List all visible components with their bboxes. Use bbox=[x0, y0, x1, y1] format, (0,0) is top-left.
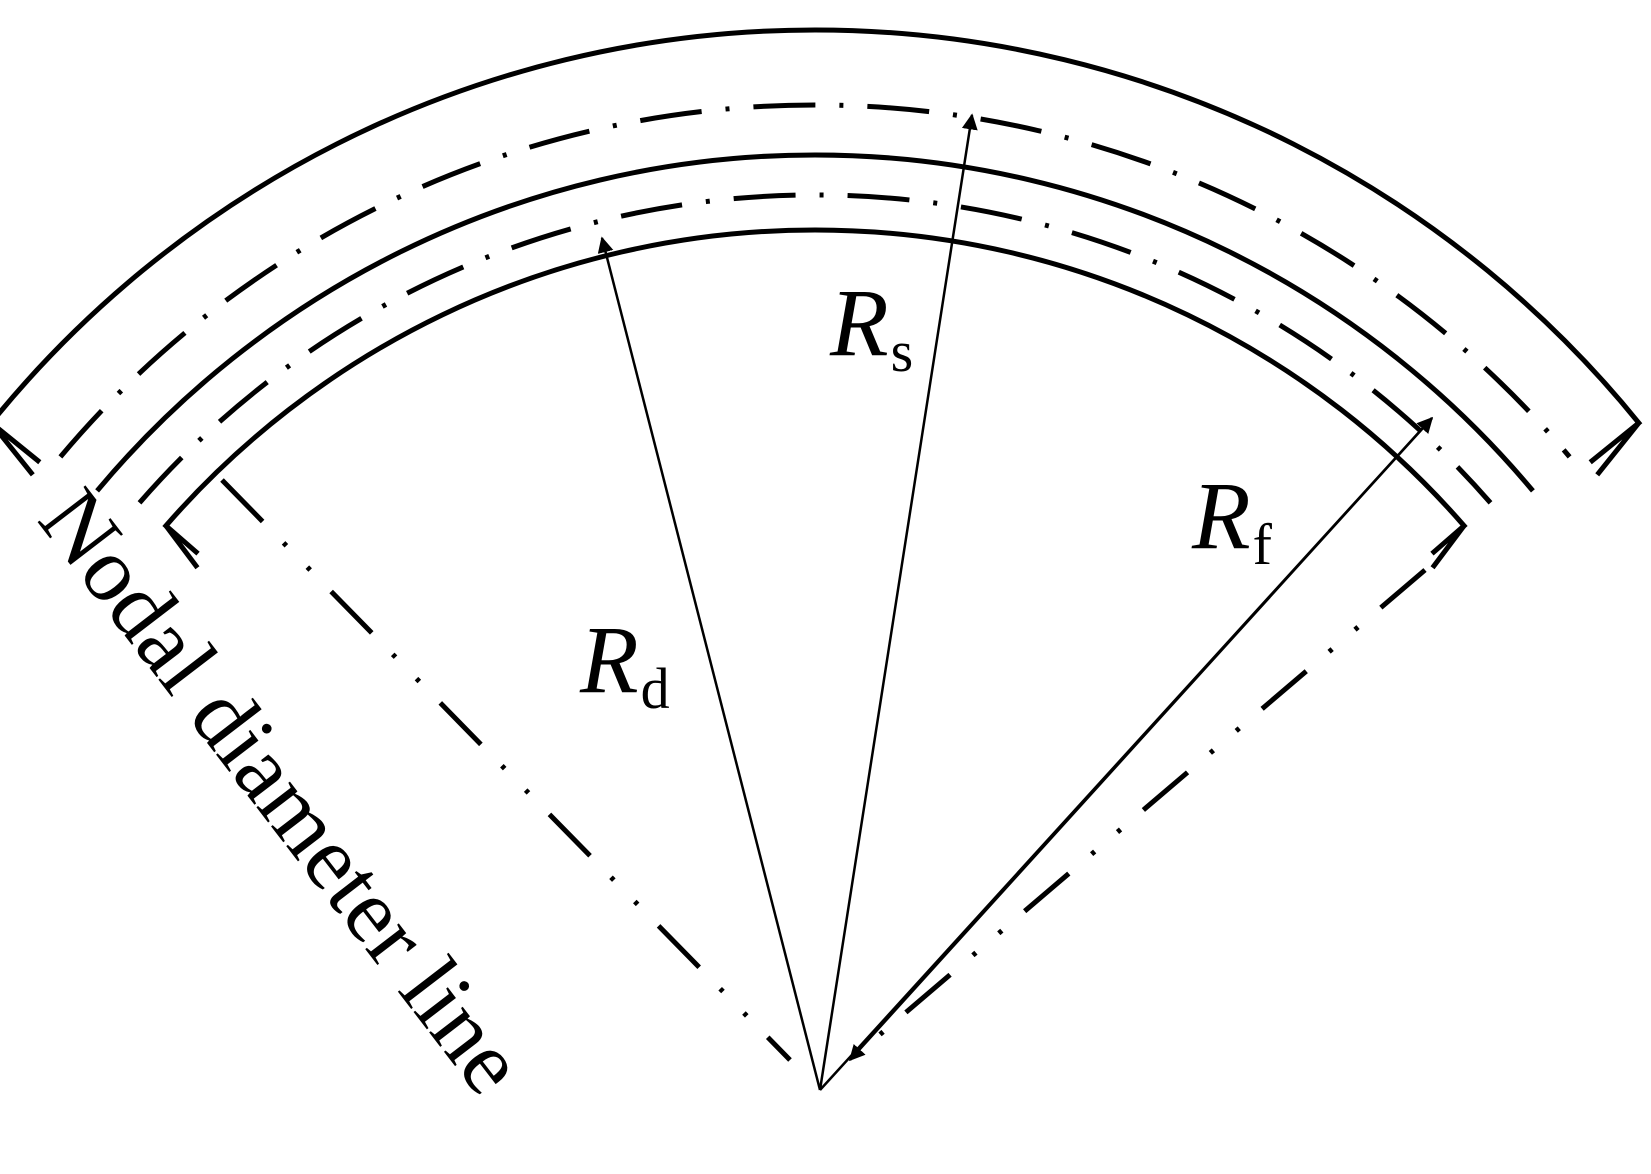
nodal-line-right bbox=[848, 568, 1427, 1062]
label-rd: Rd bbox=[579, 606, 670, 721]
label-rf: Rf bbox=[1191, 462, 1273, 577]
radius-rs-arrow bbox=[818, 113, 978, 1091]
right-outer-cap bbox=[1588, 420, 1641, 477]
outer-arc bbox=[0, 27, 1643, 427]
right-inner-cap bbox=[1430, 523, 1467, 570]
radius-rd-arrow bbox=[597, 236, 822, 1091]
center-arc-outer bbox=[58, 102, 1572, 459]
left-inner-cap bbox=[163, 523, 200, 570]
center-arc-inner bbox=[137, 192, 1493, 505]
nodal-line-left bbox=[220, 478, 792, 1062]
radius-rf-arrow-back bbox=[848, 417, 1433, 1062]
inner-arc bbox=[162, 227, 1468, 530]
nodal-diameter-label: Nodal diameter line bbox=[20, 470, 546, 1112]
sector-geometry bbox=[0, 27, 1643, 1091]
middle-arc bbox=[95, 152, 1535, 493]
left-outer-cap bbox=[0, 426, 42, 477]
label-rs: Rs bbox=[829, 269, 913, 384]
